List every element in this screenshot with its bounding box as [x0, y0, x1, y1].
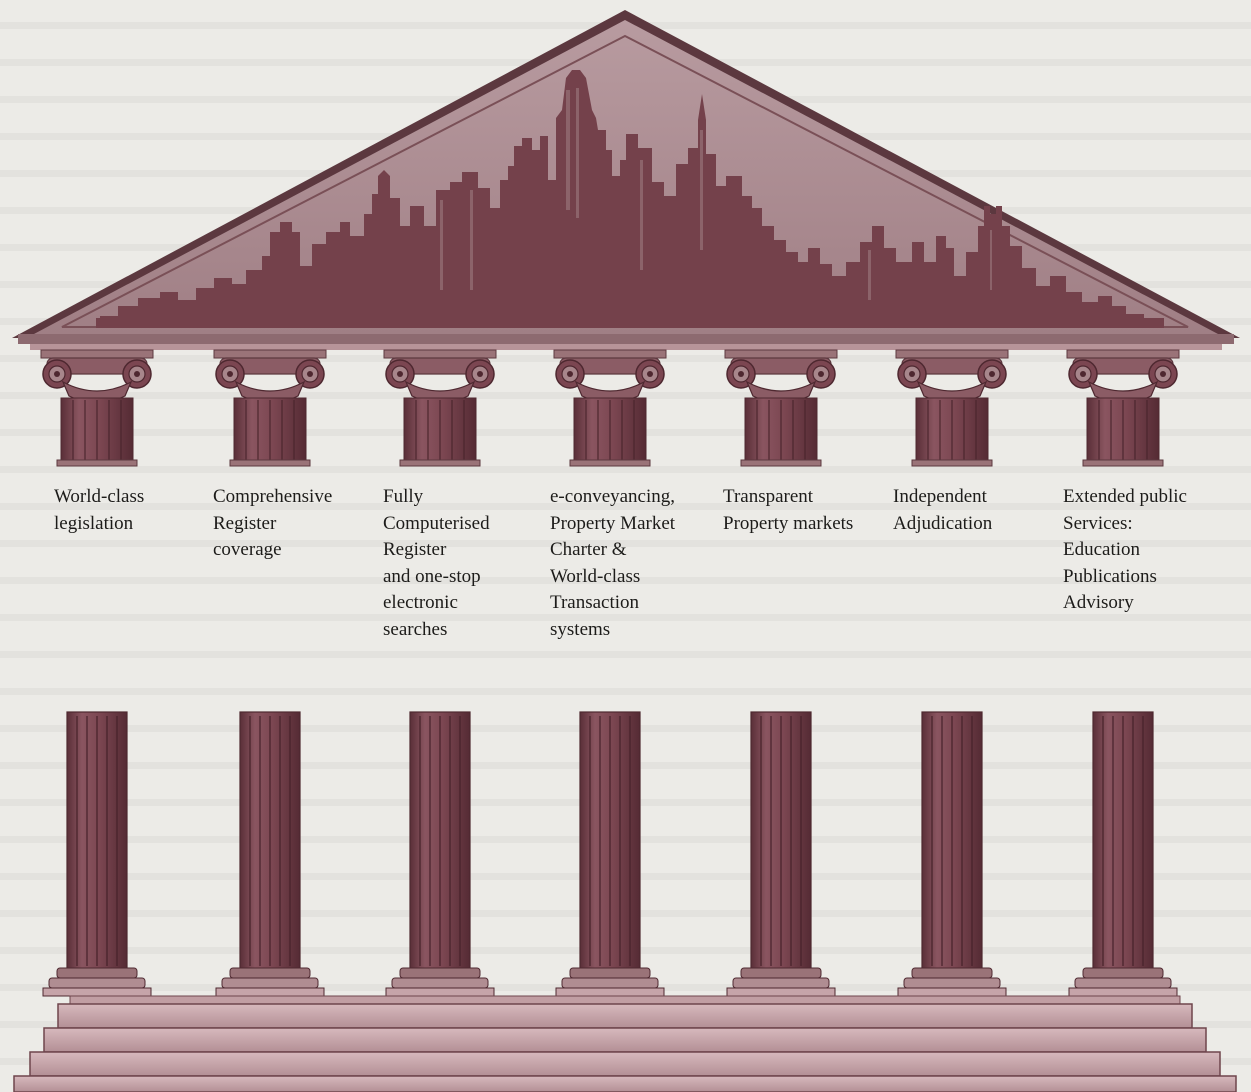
- temple-steps: [13, 995, 1237, 1092]
- pillar-label-public-services: Extended public Services: Education Publ…: [1063, 486, 1187, 613]
- column-shaft-4: [555, 711, 665, 997]
- capitals: [40, 349, 1180, 467]
- pillar-label-adjudication: Independent Adjudication: [893, 486, 993, 534]
- column-shaft-1: [42, 711, 152, 997]
- pillar-label-transparent-markets: Transparent Property markets: [723, 486, 854, 534]
- column-capital-3: [383, 349, 497, 467]
- column-shaft-3: [385, 711, 495, 997]
- column-shaft-5: [726, 711, 836, 997]
- column-shaft-7: [1068, 711, 1178, 997]
- column-capital-6: [895, 349, 1009, 467]
- pillar-label-e-conveyancing: e-conveyancing, Property Market Charter …: [550, 486, 676, 640]
- pillar-label-legislation: World-class legislation: [54, 486, 145, 534]
- pillar-label-computerised-register: Fully Computerised Register and one-stop…: [383, 486, 490, 640]
- column-capital-1: [40, 349, 154, 467]
- column-shaft-2: [215, 711, 325, 997]
- column-capital-5: [724, 349, 838, 467]
- pillar-label-register-coverage: Comprehensive Register coverage: [213, 486, 333, 560]
- columns: [42, 711, 1178, 997]
- city-skyline: [96, 70, 1164, 328]
- column-capital-7: [1066, 349, 1180, 467]
- column-capital-2: [213, 349, 327, 467]
- column-shaft-6: [897, 711, 1007, 997]
- column-capital-4: [553, 349, 667, 467]
